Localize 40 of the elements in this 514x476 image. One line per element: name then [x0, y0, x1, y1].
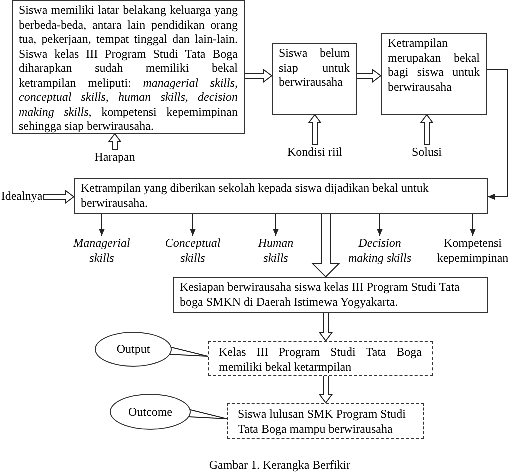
process-box	[74, 178, 488, 214]
hollow-arrow	[312, 214, 340, 278]
hollow-arrow	[319, 312, 333, 342]
box-text: Kesiapan berwirausaha siswa kelas III Program Studi Tata boga SMKN di Daerah Istimewa Yogyakarta.	[180, 280, 461, 309]
arrow	[273, 214, 279, 236]
process-box	[173, 277, 488, 313]
text-label: Human skills	[249, 236, 303, 266]
arrow	[486, 70, 508, 200]
box-text: Ketrampilan yang diberikan sekolah kepada siswa dijadikan bekal untuk berwirausaha.	[81, 181, 430, 210]
hollow-arrow	[356, 69, 382, 83]
text-label: Solusi	[407, 145, 447, 161]
text-label: Kompetensi kepemimpinan	[434, 236, 512, 266]
arrow	[99, 214, 105, 236]
process-box	[272, 43, 357, 115]
text-label: Kondisi riil	[284, 145, 346, 161]
process-box	[381, 33, 487, 115]
box-text: Ketrampilan merupakan bekal bagi siswa untuk berwirausaha	[388, 36, 480, 94]
text-label: Conceptual skills	[161, 236, 225, 266]
text-label: Idealnya	[0, 189, 44, 205]
text-label: Harapan	[90, 150, 140, 166]
box-text: Kelas III Program Studi Tata Boga memiliki bekal ketarmpilan	[219, 345, 422, 374]
text-label: Managerial skills	[70, 236, 134, 266]
hollow-arrow	[44, 190, 75, 204]
box-text: Outcome	[128, 404, 172, 420]
text-label: Decision making skills	[343, 236, 417, 266]
figure-caption: Gambar 1. Kerangka Berfikir	[208, 458, 352, 472]
hollow-arrow	[420, 114, 434, 146]
arrow	[190, 214, 196, 236]
arrow	[377, 214, 383, 236]
hollow-arrow	[319, 376, 333, 404]
hollow-arrow	[244, 69, 273, 83]
box-text: Siswa lulusan SMK Program Studi Tata Boga mampu berwirausaha	[238, 407, 408, 436]
arrow	[470, 214, 476, 236]
process-box	[208, 341, 433, 376]
process-box	[227, 403, 424, 439]
box-text: Siswa memiliki latar belakang keluarga yang berbeda-beda, antara lain pendidikan orang tua, pekerjaan, tempat tinggal dan lain-lain. Siswa kelas III Program Studi Tata Boga diharapkan sudah memiliki bekal ketrampilan meliputi: managerial skills, conceptual skills, human skills, decision making skills, kompetensi kepemimpinan sehingga siap berwirausaha.	[19, 3, 238, 134]
hollow-arrow	[308, 114, 322, 146]
hollow-arrow	[108, 133, 122, 150]
box-text: Output	[116, 342, 150, 357]
box-text: Siswa belum siap untuk berwirausaha	[279, 46, 350, 90]
